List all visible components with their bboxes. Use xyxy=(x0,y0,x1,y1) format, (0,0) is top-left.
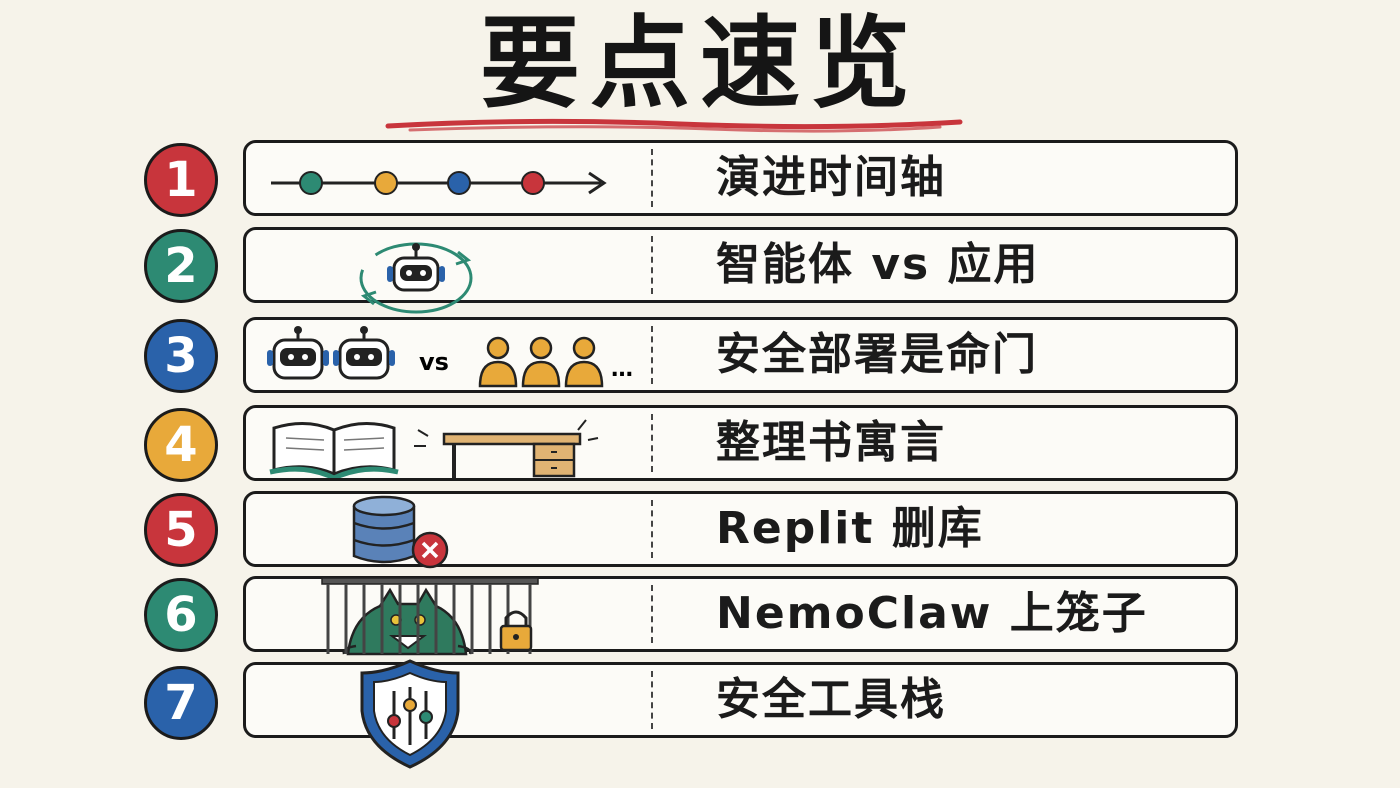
item-card-5: Replit 删库 xyxy=(243,491,1238,569)
item-card-3: vs … 安全部署是命门 xyxy=(243,317,1238,393)
caged-monster-icon xyxy=(321,577,539,656)
item-label-5: Replit 删库 xyxy=(716,503,984,554)
robots-vs-people-icon: vs … xyxy=(267,326,633,388)
page-title: 要点速览 xyxy=(480,5,920,122)
item-label-1: 演进时间轴 xyxy=(716,152,946,203)
item-label-2: 智能体 vs 应用 xyxy=(716,239,1040,290)
open-book-icon xyxy=(269,422,399,478)
title-underline xyxy=(385,118,963,133)
card-divider xyxy=(651,236,653,294)
card-divider xyxy=(651,500,653,558)
emphasis-lines xyxy=(414,419,599,447)
ellipsis-text: … xyxy=(611,357,633,382)
delete-icon xyxy=(411,531,449,569)
item-label-4: 整理书寓言 xyxy=(716,417,946,468)
item-number-2: 2 xyxy=(144,229,218,303)
item-label-6: NemoClaw 上笼子 xyxy=(716,588,1148,639)
timeline-icon xyxy=(271,171,607,195)
card-divider xyxy=(651,149,653,207)
card-divider xyxy=(651,671,653,729)
book-and-desk-icon xyxy=(269,419,599,478)
robot-icon xyxy=(333,326,395,380)
vs-text: vs xyxy=(419,348,449,376)
item-label-3: 安全部署是命门 xyxy=(716,329,1038,380)
desk-icon xyxy=(442,432,582,478)
padlock-icon xyxy=(499,610,533,652)
database-icon xyxy=(352,495,416,564)
robot-icon xyxy=(267,326,329,380)
robot-cycle-icon xyxy=(359,242,473,314)
shield-sliders-icon xyxy=(360,659,460,769)
item-number-3: 3 xyxy=(144,319,218,393)
item-number-7: 7 xyxy=(144,666,218,740)
card-divider xyxy=(651,585,653,643)
item-number-1: 1 xyxy=(144,143,218,217)
item-card-4: 整理书寓言 xyxy=(243,405,1238,481)
people-icon xyxy=(478,336,604,388)
item-card-6: NemoClaw 上笼子 xyxy=(243,576,1238,656)
card-divider xyxy=(651,414,653,472)
card-divider xyxy=(651,326,653,384)
item-label-7: 安全工具栈 xyxy=(716,674,946,725)
item-number-6: 6 xyxy=(144,578,218,652)
item-number-4: 4 xyxy=(144,408,218,482)
item-card-1: 演进时间轴 xyxy=(243,140,1238,216)
item-card-2: 智能体 vs 应用 xyxy=(243,227,1238,314)
item-number-5: 5 xyxy=(144,493,218,567)
database-delete-icon xyxy=(352,495,449,569)
